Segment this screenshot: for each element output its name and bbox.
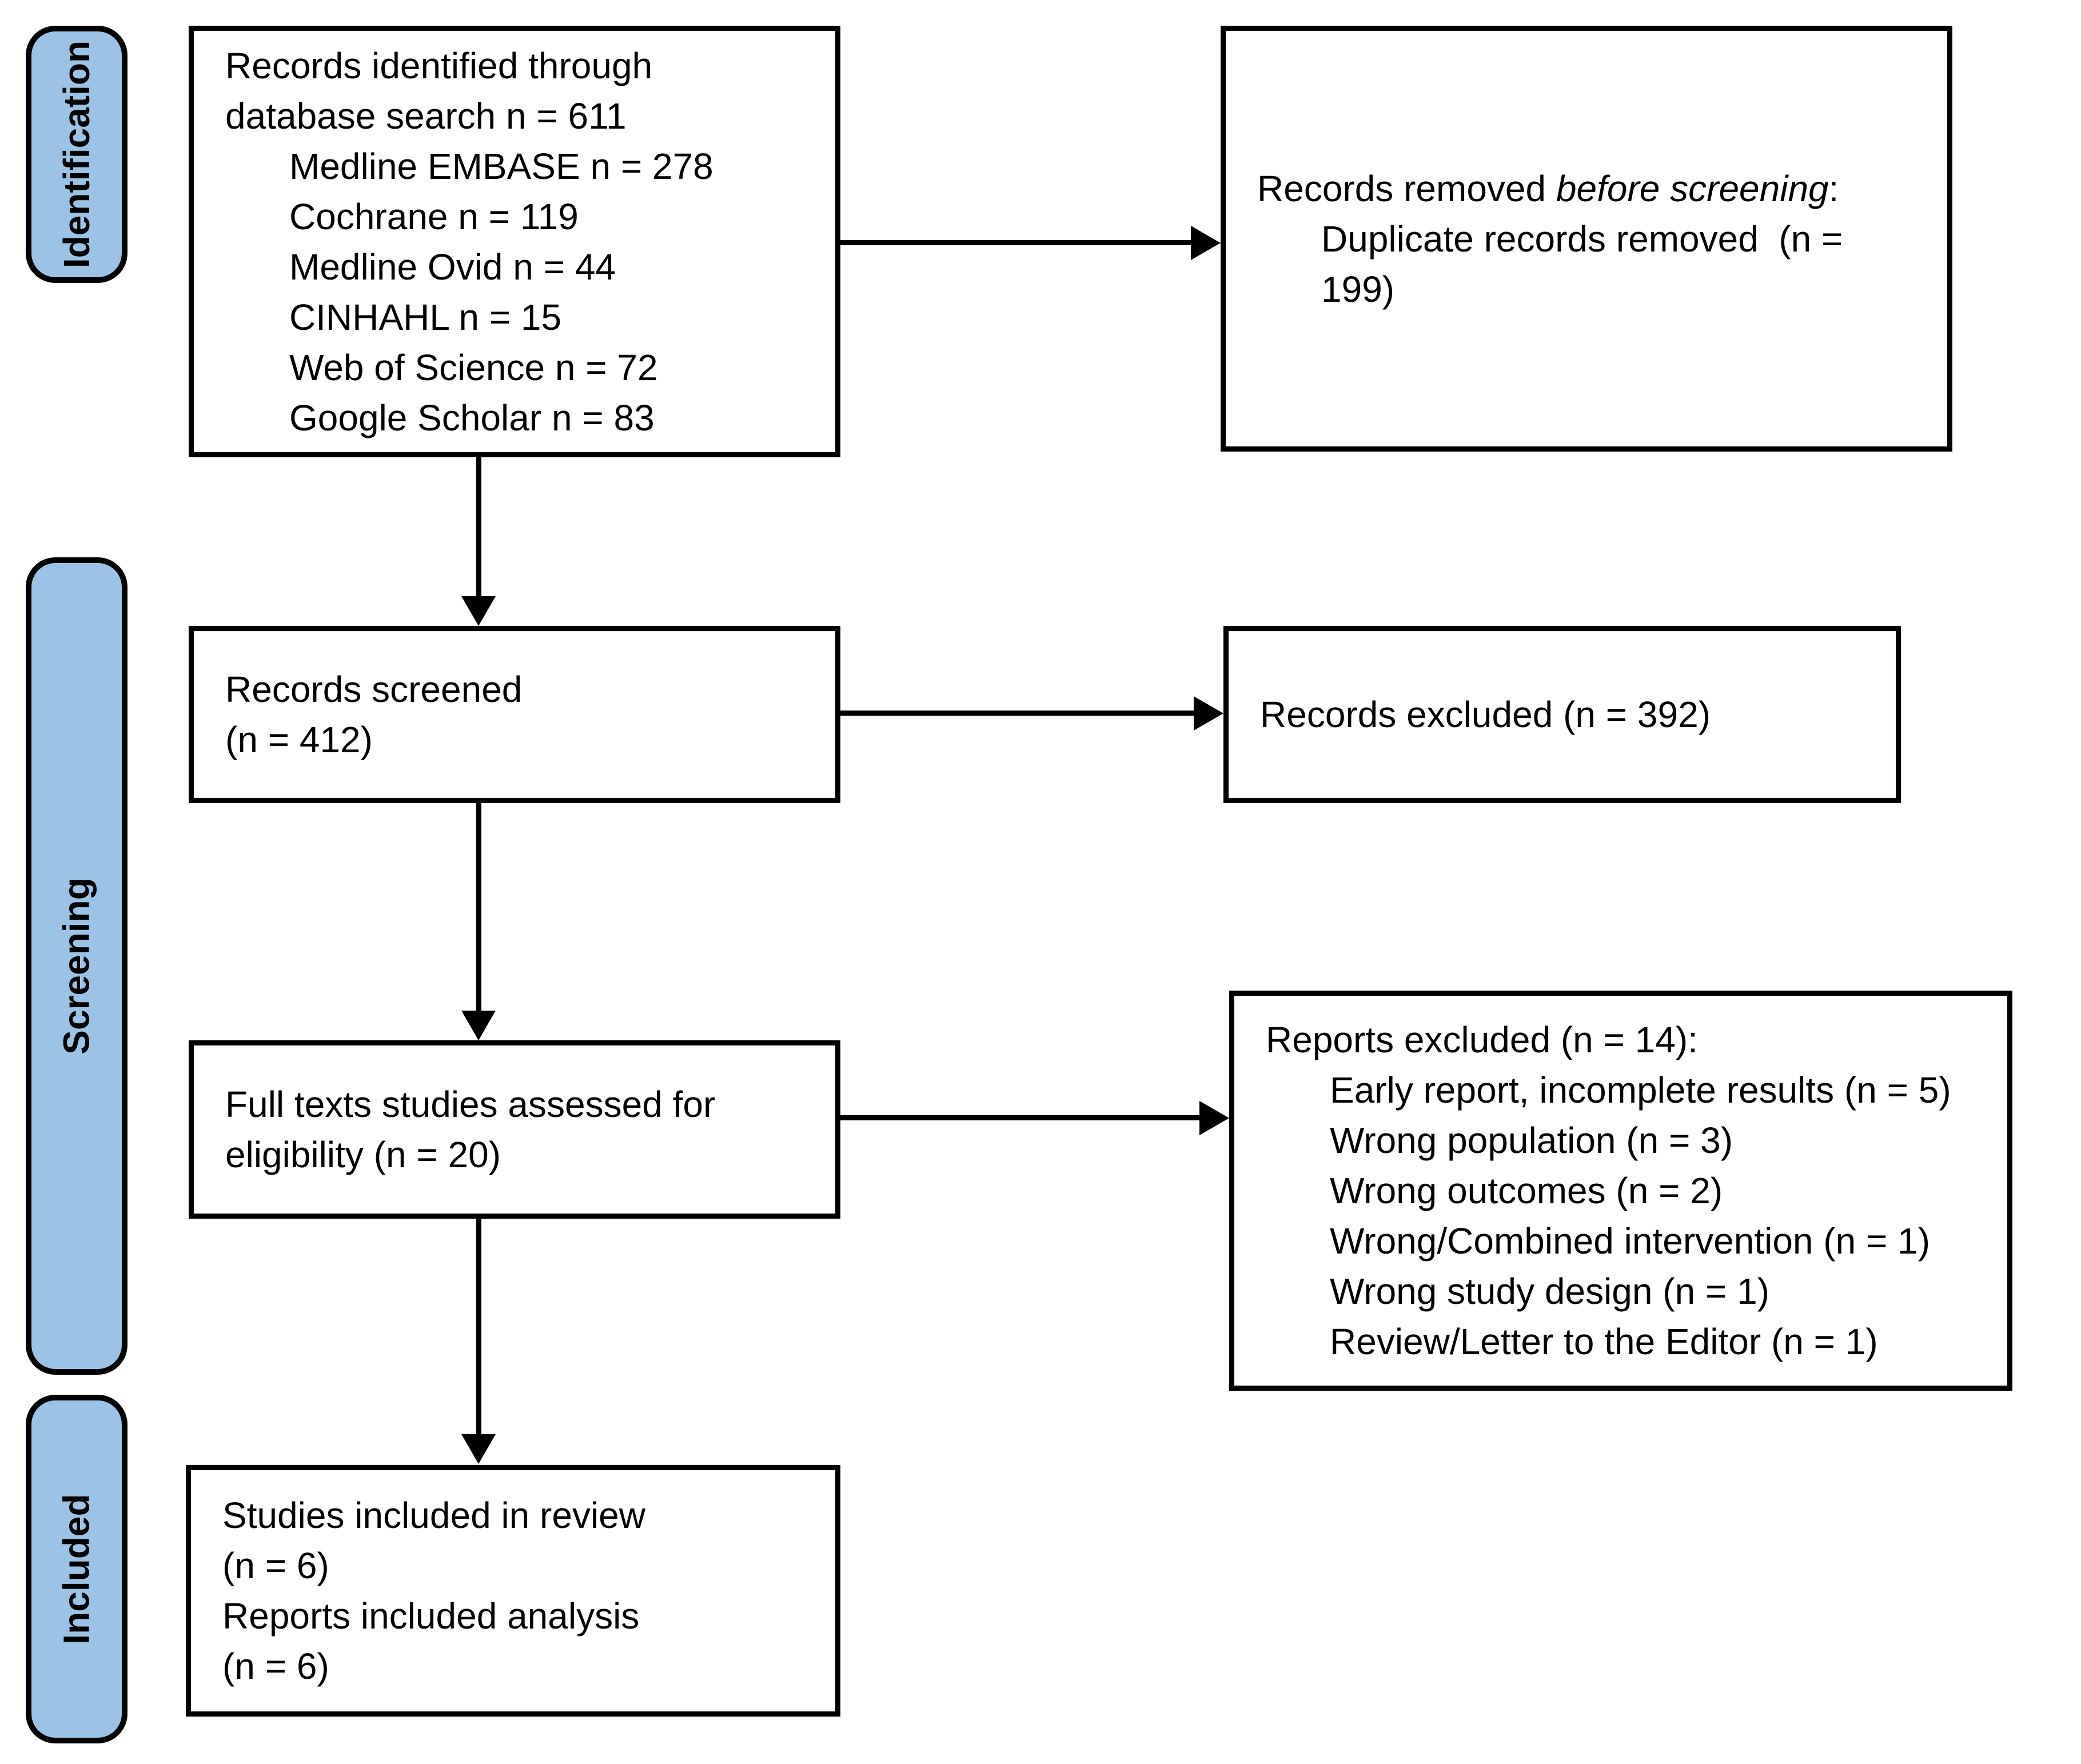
box-studies-included: Studies included in review (n = 6) Repor… [186,1465,840,1717]
arrowhead-down-icon [461,596,496,626]
arrowhead-down-icon [461,1011,496,1040]
source-cinhahl: CINHAHL n = 15 [289,296,562,338]
stage-included: Included [26,1395,127,1743]
source-medline-ovid: Medline Ovid n = 44 [289,246,616,288]
fulltext-line2: eligibility (n = 20) [225,1134,501,1175]
duplicates-removed-line1: Duplicate records removed (n = [1321,218,1843,260]
box-fulltext-assessed: Full texts studies assessed for eligibil… [189,1040,840,1219]
source-cochrane: Cochrane n = 119 [289,195,579,237]
studies-included-line3: Reports included analysis [222,1595,640,1637]
box-records-excluded: Records excluded (n = 392) [1223,626,1901,803]
stage-identification: Identification [26,26,127,283]
source-google-scholar: Google Scholar n = 83 [289,397,655,438]
duplicates-removed-line2: 199) [1321,268,1395,310]
records-removed-title-italic: before screening [1556,167,1829,209]
records-screened-line2: (n = 412) [225,719,373,760]
arrowhead-right-icon [1194,696,1223,731]
arrow-line [476,457,481,598]
box-records-removed: Records removed before screening: Duplic… [1221,26,1952,452]
records-removed-title-prefix: Records removed [1257,167,1556,209]
box-reports-excluded: Reports excluded (n = 14): Early report,… [1229,991,2012,1391]
stage-screening: Screening [26,557,127,1375]
arrow-line [840,1115,1201,1120]
reason-early-report: Early report, incomplete results (n = 5) [1330,1069,1951,1111]
records-excluded-line: Records excluded (n = 392) [1260,694,1711,735]
arrowhead-down-icon [461,1434,496,1464]
reason-wrong-outcomes: Wrong outcomes (n = 2) [1330,1170,1723,1211]
stage-screening-label: Screening [56,877,97,1055]
records-identified-title-line2: database search n = 611 [225,95,627,137]
studies-included-line1: Studies included in review [222,1495,645,1536]
records-removed-title-suffix: : [1828,167,1839,209]
records-screened-line1: Records screened [225,669,523,710]
arrowhead-right-icon [1199,1101,1229,1135]
reason-wrong-population: Wrong population (n = 3) [1330,1120,1733,1161]
source-web-of-science: Web of Science n = 72 [289,346,658,388]
arrow-line [476,1219,481,1436]
box-records-screened: Records screened (n = 412) [189,626,840,803]
stage-included-label: Included [56,1494,97,1645]
arrowhead-right-icon [1191,226,1221,260]
reason-review-letter: Review/Letter to the Editor (n = 1) [1330,1321,1878,1362]
records-identified-title-line1: Records identified through [225,45,653,86]
arrow-line [840,711,1195,716]
studies-included-line2: (n = 6) [222,1545,329,1586]
records-removed-title: Records removed before screening: [1257,163,1916,214]
reason-wrong-study-design: Wrong study design (n = 1) [1330,1271,1769,1312]
stage-identification-label: Identification [56,40,97,269]
reason-wrong-intervention: Wrong/Combined intervention (n = 1) [1330,1220,1931,1262]
box-records-identified: Records identified through database sear… [189,26,840,457]
reports-excluded-title: Reports excluded (n = 14): [1266,1019,1698,1060]
arrow-line [840,240,1192,245]
source-medline-embase: Medline EMBASE n = 278 [289,145,713,187]
studies-included-line4: (n = 6) [222,1646,329,1687]
fulltext-line1: Full texts studies assessed for [225,1084,716,1125]
arrow-line [476,803,481,1012]
